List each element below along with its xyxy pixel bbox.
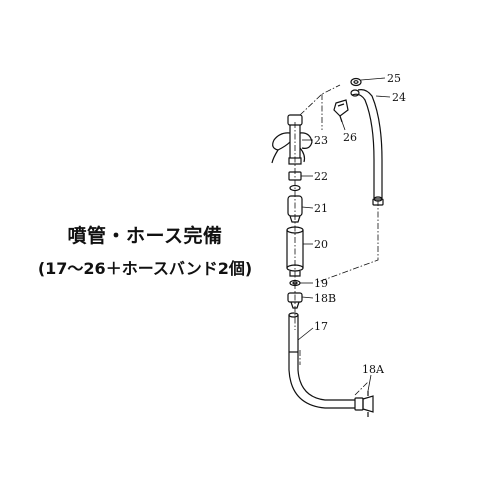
- callout-24: 24: [392, 91, 406, 104]
- assembly-guide-lines: [294, 84, 379, 396]
- diagram-subtitle: (17～26＋ホースバンド2個): [37, 259, 253, 278]
- callout-26: 26: [343, 131, 357, 144]
- callout-23: 23: [314, 134, 328, 147]
- part-25-nut: [350, 77, 362, 87]
- callout-22: 22: [314, 170, 328, 183]
- callout-18a: 18A: [362, 363, 385, 376]
- callout-21: 21: [314, 202, 328, 215]
- leader-lines: [297, 77, 391, 392]
- callout-17: 17: [314, 320, 328, 333]
- part-24-pipe: [350, 89, 384, 206]
- part-17-hose: [288, 312, 355, 409]
- part-18b-hose-band: [287, 292, 303, 309]
- callout-25: 25: [387, 72, 401, 85]
- callout-20: 20: [314, 238, 328, 251]
- part-21-connector: [287, 195, 303, 223]
- diagram-title: 噴管・ホース完備: [67, 225, 223, 247]
- callout-19: 19: [314, 277, 328, 290]
- part-20-cylinder: [286, 226, 304, 277]
- callout-18b: 18B: [314, 292, 336, 305]
- part-18a-hose-band: [354, 391, 374, 417]
- part-23-nozzle-head: [271, 114, 313, 165]
